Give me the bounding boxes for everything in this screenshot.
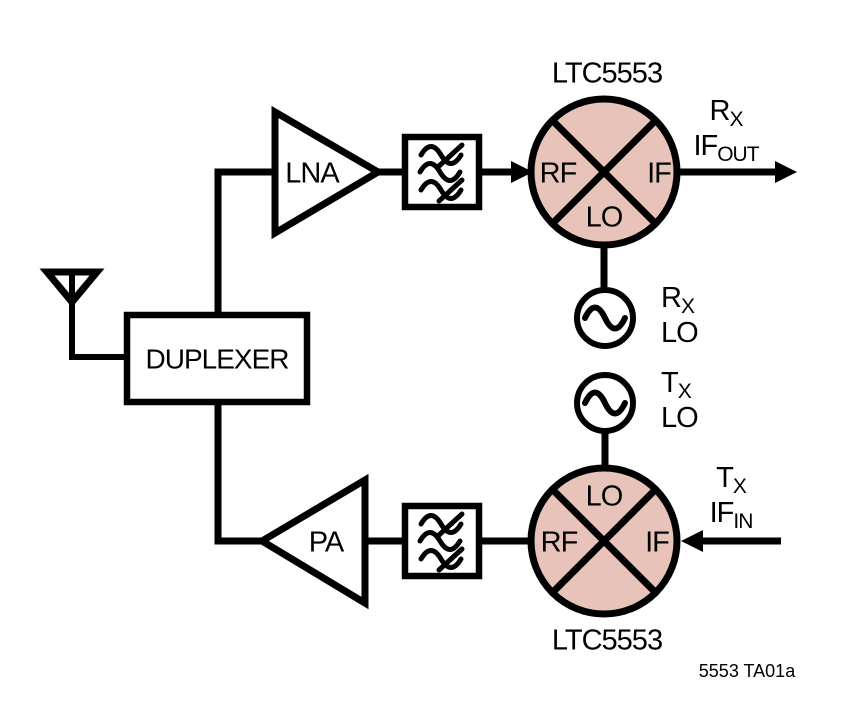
tx-lo-sine-icon <box>582 389 628 417</box>
tx-bandpass-filter-icon <box>401 502 483 580</box>
rx-bandpass-filter-icon <box>401 133 483 211</box>
duplexer-box <box>123 311 311 406</box>
antenna-icon <box>39 268 105 308</box>
tx-mixer-if-port-label: IF <box>645 526 670 559</box>
rx-mixer-lo-port-label: LO <box>585 201 624 234</box>
rx-mixer-input-arrowhead <box>511 161 533 183</box>
rx-if-out-line2: IFOUT <box>693 130 759 166</box>
tx-mixer-cross <box>549 486 659 596</box>
tx-if-in-line2: IFIN <box>709 497 754 533</box>
tx-lo-source-icon <box>574 372 636 434</box>
tx-if-in-label: TX IFIN <box>709 462 754 533</box>
rx-if-out-line1: RX <box>709 95 744 131</box>
tx-lo-label: TX LO <box>661 367 699 435</box>
rx-mixer-cross <box>549 117 659 227</box>
duplexer-label: DUPLEXER <box>145 343 290 375</box>
tx-mixer-rf-port-label: RF <box>540 526 579 559</box>
rx-filter-slash-top <box>436 142 465 169</box>
tx-if-in-arrowhead <box>681 530 703 552</box>
rx-lo-line1: RX <box>661 282 695 318</box>
lna-triangle <box>271 105 385 240</box>
rx-lo-sine-icon <box>582 304 628 332</box>
rx-mixer-symbol <box>527 95 681 249</box>
rx-filter-wave-top <box>418 144 464 166</box>
lna-label: LNA <box>285 157 339 190</box>
rx-lo-label: RX LO <box>661 282 699 350</box>
figure-caption: 5553 TA01a <box>698 661 796 681</box>
tx-if-in-line1: TX <box>716 462 747 498</box>
tx-filter-slash-top <box>436 511 465 538</box>
tx-filter-wave-bottom <box>418 548 464 570</box>
rx-filter-wave-mid <box>417 161 463 183</box>
rx-filter-slash-bottom <box>436 177 465 204</box>
rx-mixer-if-port-label: IF <box>647 157 672 190</box>
tx-filter-slash-bottom <box>436 546 465 573</box>
rx-if-out-label: RX IFOUT <box>693 95 759 166</box>
rx-filter-wave-bottom <box>418 179 464 201</box>
rx-lo-source-icon <box>574 287 636 349</box>
tx-lo-line2: LO <box>661 402 699 434</box>
rx-if-out-arrowhead <box>775 161 797 183</box>
tx-mixer-part-label: LTC5553 <box>551 624 663 657</box>
tx-filter-wave-top <box>418 513 464 535</box>
rx-lo-line2: LO <box>661 317 699 349</box>
rx-mixer-part-label: LTC5553 <box>551 57 663 90</box>
rx-mixer-rf-port-label: RF <box>539 157 578 190</box>
tx-mixer-lo-port-label: LO <box>585 480 624 513</box>
tx-filter-wave-mid <box>417 530 463 552</box>
pa-triangle <box>255 473 369 610</box>
rx-input-wire <box>214 168 277 316</box>
tx-mixer-symbol <box>527 464 681 618</box>
tx-lo-line1: TX <box>661 367 692 403</box>
pa-to-duplexer-wire <box>214 402 263 545</box>
pa-label: PA <box>308 526 345 559</box>
